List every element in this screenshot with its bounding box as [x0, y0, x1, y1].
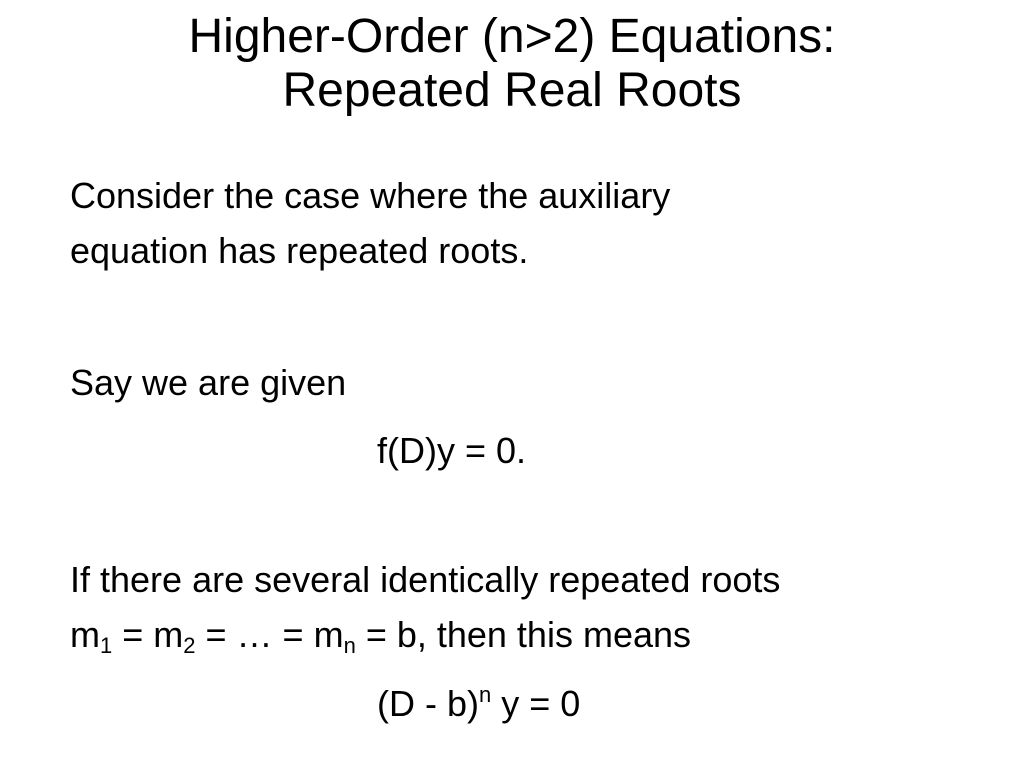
paragraph-3-line-2: m1 = m2 = … = mn = b, then this means	[70, 614, 692, 658]
equation-2: (D - b)n y = 0	[377, 684, 580, 724]
root-m2-text: = m	[112, 614, 184, 655]
paragraph-3-line-1: If there are several identically repeate…	[70, 559, 781, 600]
root-conclusion-text: = b, then this means	[355, 614, 692, 655]
paragraph-1-line-2: equation has repeated roots.	[70, 230, 529, 271]
root-subscript-n: n	[343, 633, 356, 658]
root-subscript-1: 1	[100, 633, 113, 658]
root-mn-text: = … = m	[195, 614, 344, 655]
equation-2-exponent: n	[479, 682, 492, 707]
paragraph-1-line-1: Consider the case where the auxiliary	[70, 175, 671, 216]
root-m1-var: m	[70, 614, 100, 655]
equation-1: f(D)y = 0.	[377, 430, 527, 471]
paragraph-2: Say we are given	[70, 362, 347, 403]
equation-2-rest: y = 0	[491, 683, 581, 724]
slide-title: Higher-Order (n>2) Equations: Repeated R…	[0, 10, 1024, 118]
root-subscript-2: 2	[183, 633, 196, 658]
equation-2-base: (D - b)	[377, 683, 479, 724]
title-line-2: Repeated Real Roots	[282, 64, 742, 117]
title-line-1: Higher-Order (n>2) Equations:	[188, 10, 836, 63]
